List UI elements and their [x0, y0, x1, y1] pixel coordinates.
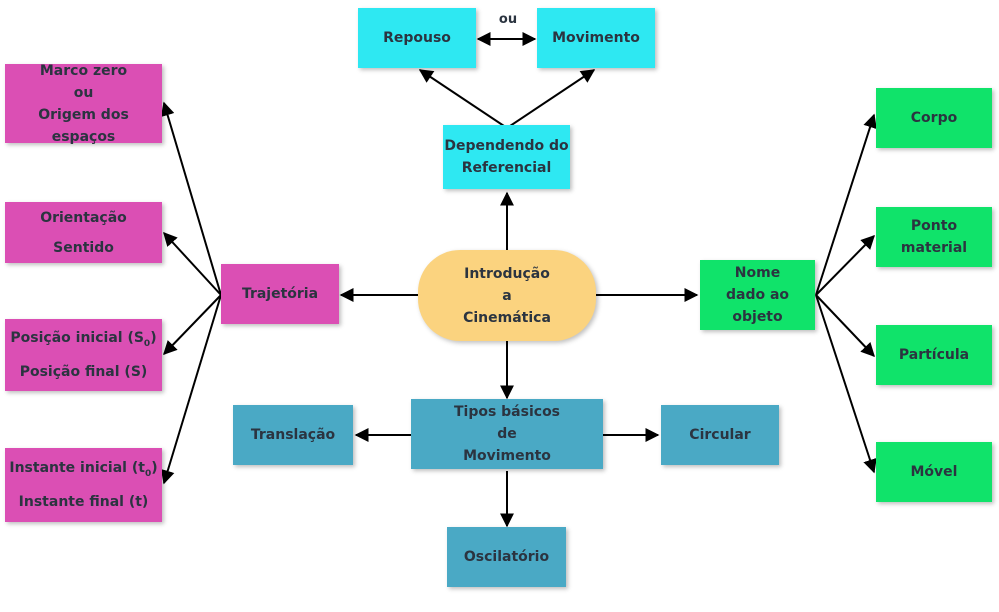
translacao-label: Translação	[250, 427, 336, 443]
movel-node: Móvel	[876, 442, 992, 502]
arrow-nome-movel	[815, 294, 877, 474]
oscilatorio-node: Oscilatório	[447, 527, 566, 587]
instante-node: Instante inicial (t0) Instante final (t)	[5, 448, 162, 522]
arrow-trajetoria-posicao	[163, 294, 222, 356]
circular-node: Circular	[661, 405, 779, 465]
orientacao-line-1: Orientação	[40, 209, 127, 226]
center-line-3: Cinemática	[463, 309, 551, 326]
referencial-line-2: Referencial	[461, 160, 552, 176]
tipos-node: Tipos básicos de Movimento	[411, 399, 603, 469]
ponto-material-node: Ponto material	[876, 207, 992, 267]
repouso-node: Repouso	[358, 8, 476, 68]
posicao-inicial-end: )	[150, 330, 157, 346]
nome-line-2: dado ao	[725, 287, 790, 303]
center-line-1: Introdução	[464, 265, 550, 282]
trajetoria-label: Trajetória	[241, 286, 319, 302]
posicao-node: Posição inicial (S0) Posição final (S)	[5, 319, 162, 391]
arrow-referencial-repouso	[418, 69, 508, 129]
nome-line-1: Nome	[734, 265, 781, 281]
particula-node: Partícula	[876, 325, 992, 385]
nome-line-3: objeto	[732, 309, 783, 325]
posicao-final-line: Posição final (S)	[19, 364, 148, 380]
orientacao-node: Orientação Sentido	[5, 202, 162, 263]
corpo-label: Corpo	[910, 110, 958, 126]
instante-final-line: Instante final (t)	[18, 494, 149, 510]
ponto-material-label: Ponto material	[900, 218, 968, 256]
nome-node: Nome dado ao objeto	[700, 260, 815, 330]
tipos-line-2: de	[497, 426, 517, 442]
movel-label: Móvel	[910, 464, 958, 480]
particula-label: Partícula	[898, 347, 970, 363]
posicao-inicial-sub: 0	[143, 338, 151, 349]
circular-label: Circular	[689, 427, 751, 443]
posicao-inicial-line: Posição inicial (S0)	[10, 321, 156, 355]
arrow-trajetoria-orientacao	[163, 231, 222, 296]
arrow-nome-ponto	[815, 235, 875, 296]
oscilatorio-label: Oscilatório	[463, 549, 550, 565]
corpo-node: Corpo	[876, 88, 992, 148]
center-node: Introdução a Cinemática	[418, 250, 596, 341]
instante-inicial-end: )	[151, 460, 158, 476]
arrow-trajetoria-marco	[160, 101, 222, 296]
marco-line-3: Origem dos espaços	[38, 106, 129, 145]
arrow-nome-particula	[815, 294, 875, 358]
orientacao-line-2: Sentido	[53, 239, 114, 256]
referencial-node: Dependendo do Referencial	[443, 125, 570, 189]
center-line-2: a	[502, 287, 512, 304]
ou-label: ou	[498, 12, 518, 27]
instante-inicial-sub: 0	[144, 468, 152, 479]
trajetoria-node: Trajetória	[221, 264, 339, 324]
movimento-label: Movimento	[552, 30, 640, 46]
marco-line-2: ou	[73, 84, 94, 101]
arrow-referencial-movimento	[506, 69, 596, 129]
tipos-line-3: Movimento	[463, 448, 551, 464]
marco-node: Marco zero ou Origem dos espaços	[5, 63, 162, 145]
tipos-line-1: Tipos básicos	[453, 404, 561, 420]
instante-inicial-text: Instante inicial (t	[9, 460, 145, 476]
arrow-trajetoria-instante	[160, 294, 222, 485]
arrow-nome-corpo	[815, 113, 877, 296]
marco-line-1: Marco zero	[39, 62, 128, 79]
movimento-node: Movimento	[537, 8, 655, 68]
posicao-inicial-text: Posição inicial (S	[10, 330, 144, 346]
instante-inicial-line: Instante inicial (t0)	[9, 451, 157, 485]
referencial-line-1: Dependendo do	[444, 138, 569, 154]
repouso-label: Repouso	[383, 30, 451, 46]
translacao-node: Translação	[233, 405, 353, 465]
